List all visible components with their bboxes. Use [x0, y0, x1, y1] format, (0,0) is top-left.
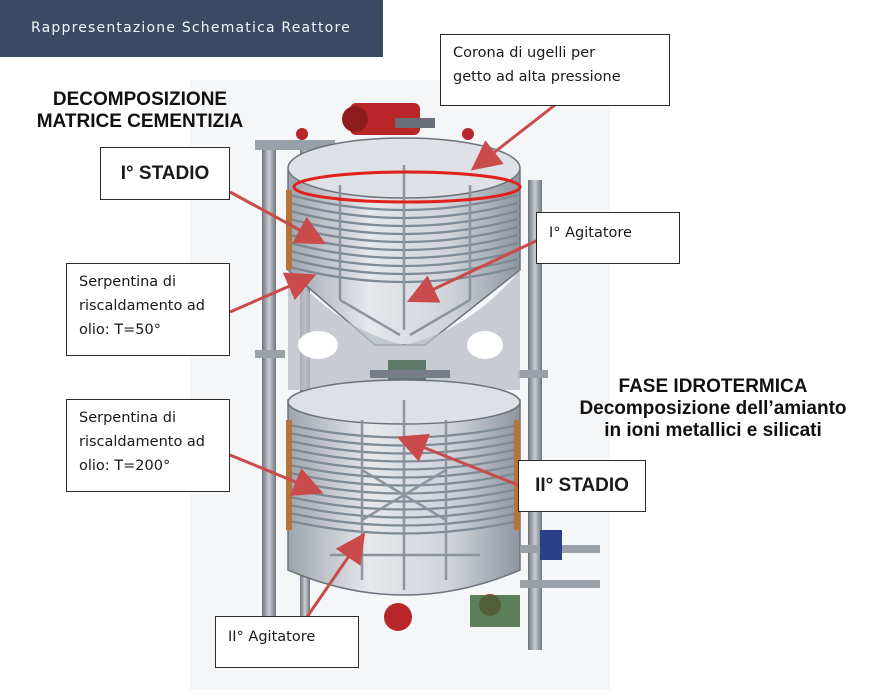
title-right-line3: in ioni metallici e silicati [604, 420, 822, 441]
label-coil1-line2: riscaldamento ad [79, 298, 206, 314]
label-coil2-line3: olio: T=200° [79, 458, 171, 474]
header-title: Rappresentazione Schematica Reattore [31, 20, 351, 36]
arrow-stage1 [229, 190, 326, 245]
title-right-line2: Decomposizione dell’amianto [579, 398, 847, 419]
title-left: DECOMPOSIZIONE MATRICE CEMENTIZIA [10, 89, 270, 133]
arrow-agitator1 [406, 238, 539, 303]
upper-motor [342, 103, 435, 135]
middle-plate [288, 270, 520, 390]
header-banner: Rappresentazione Schematica Reattore [0, 0, 383, 57]
label-agitator2: II° Agitatore [215, 616, 359, 668]
nozzle-ring [292, 170, 522, 204]
lower-motor [384, 603, 412, 631]
label-agitator1: I° Agitatore [536, 212, 680, 264]
title-left-line2: MATRICE CEMENTIZIA [36, 111, 244, 132]
label-nozzle-ring-line2: getto ad alta pressione [453, 69, 621, 85]
label-coil1-line1: Serpentina di [79, 274, 177, 290]
upper-vessel [286, 103, 522, 346]
title-left-line1: DECOMPOSIZIONE [52, 89, 228, 110]
arrow-agitator2 [305, 532, 366, 618]
arrow-stage2 [396, 433, 519, 487]
title-right: FASE IDROTERMICA Decomposizione dell’ami… [548, 376, 878, 442]
arrow-nozzle-ring [470, 103, 556, 171]
title-right-line1: FASE IDROTERMICA [618, 376, 808, 397]
label-coil1-line3: olio: T=50° [79, 322, 162, 338]
upper-agitator [338, 165, 472, 337]
label-coil2: Serpentina di riscaldamento ad olio: T=2… [66, 399, 230, 492]
label-nozzle-ring-line1: Corona di ugelli per [453, 45, 596, 61]
callout-arrows [229, 103, 556, 618]
label-coil2-line2: riscaldamento ad [79, 434, 206, 450]
label-nozzle-ring: Corona di ugelli per getto ad alta press… [440, 34, 670, 106]
label-coil2-line1: Serpentina di [79, 410, 177, 426]
arrow-coil2 [229, 453, 324, 496]
label-stage2: II° STADIO [518, 460, 646, 512]
label-stage1: I° STADIO [100, 147, 230, 200]
label-coil1: Serpentina di riscaldamento ad olio: T=5… [66, 263, 230, 356]
arrow-coil1 [229, 272, 317, 314]
